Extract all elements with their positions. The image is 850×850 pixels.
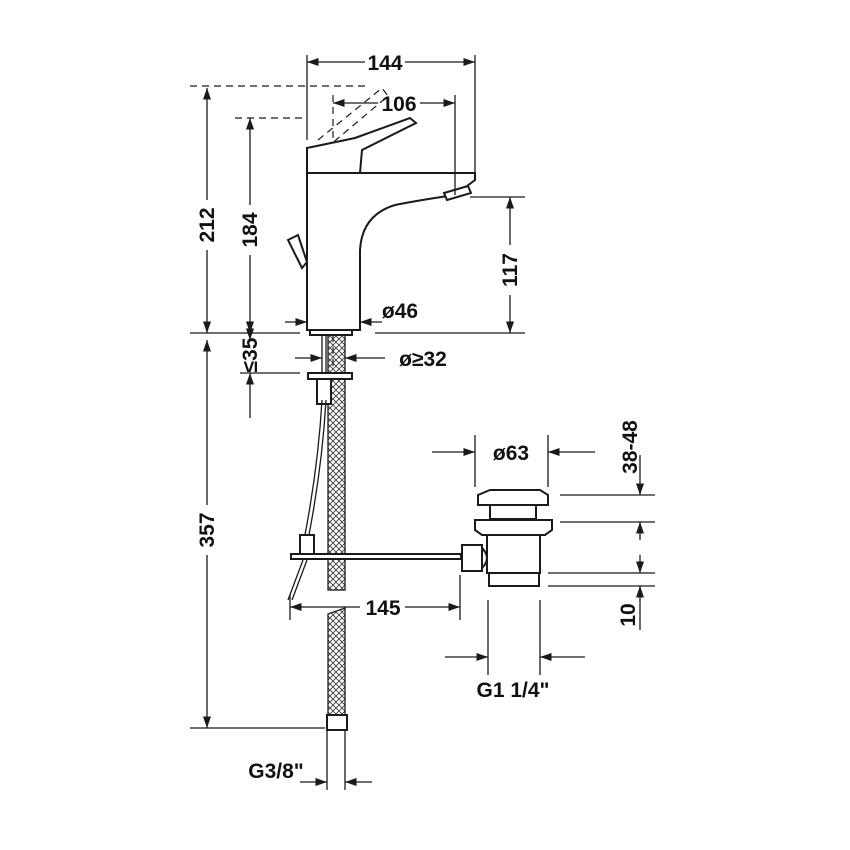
drain-valve [461, 489, 553, 587]
dim-height-spout: 184 [239, 212, 262, 247]
supply-hose [287, 334, 462, 790]
dim-outlet-height: 117 [499, 253, 522, 287]
dim-supply-thread: G3/8" [248, 760, 303, 783]
dim-reach: 106 [381, 93, 416, 116]
faucet-body [286, 87, 476, 370]
dim-rod-length: 145 [365, 597, 400, 620]
dim-drain-diameter: ø63 [493, 442, 529, 465]
dim-drain-range: 38-48 [619, 420, 642, 474]
dim-drain-thread: G1 1/4" [477, 679, 550, 702]
dim-below-deck: 357 [196, 512, 219, 547]
dimension-lines [190, 55, 655, 787]
dim-base-diameter: ø46 [382, 300, 418, 323]
dim-deck-thickness: ≤35 [239, 337, 262, 372]
dim-hole-diameter: ø≥32 [399, 348, 447, 371]
dim-drain-thread-length: 10 [617, 603, 640, 626]
dim-width-total: 144 [367, 52, 402, 75]
dim-height-total: 212 [196, 207, 219, 242]
